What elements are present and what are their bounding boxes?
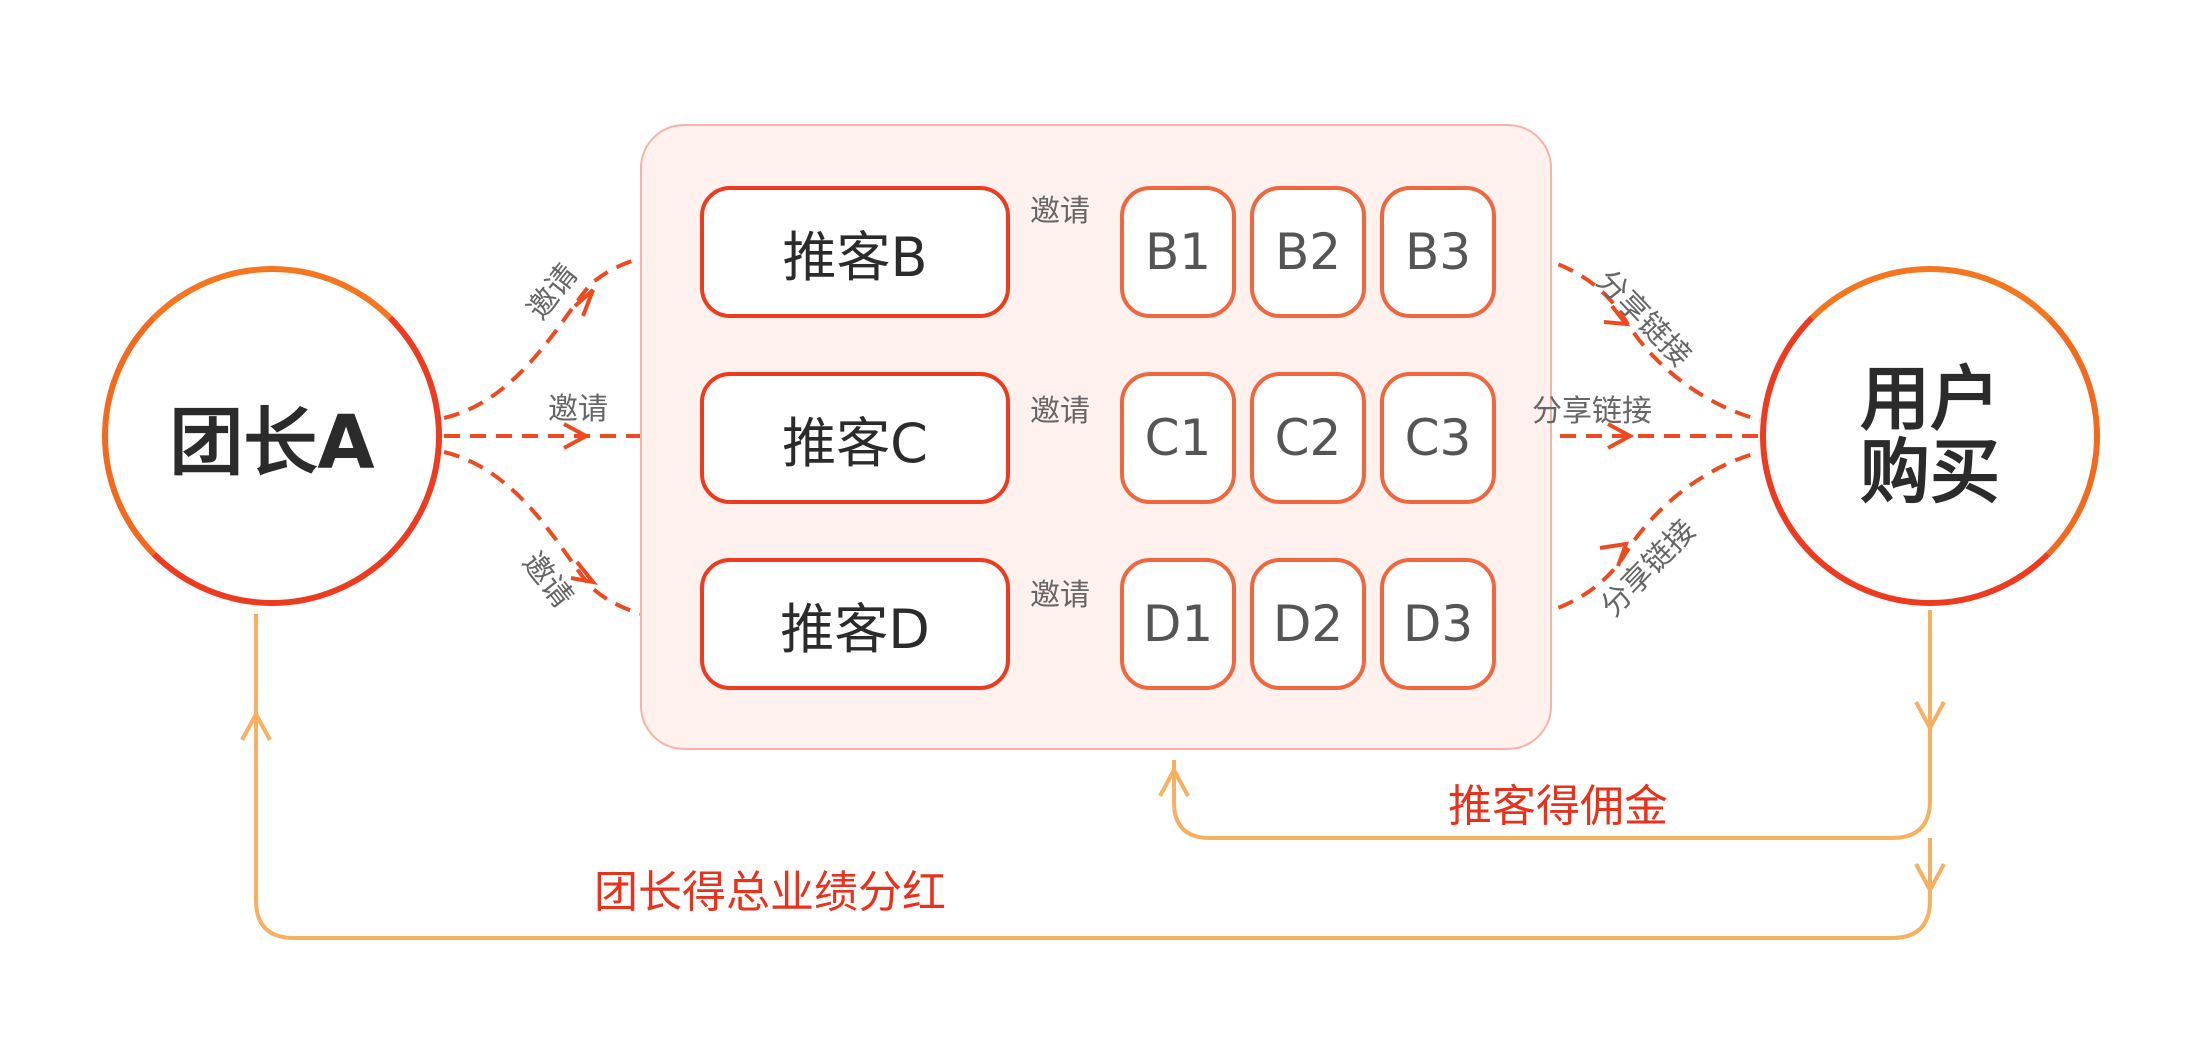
member-b3: B3 (1380, 186, 1496, 318)
recommender-d-label: 推客D (780, 597, 930, 661)
buyer-label: 用户 购买 (1860, 357, 2000, 513)
member-d2: D2 (1250, 558, 1366, 690)
member-c1-label: C1 (1144, 409, 1212, 467)
buyer-node: 用户 购买 (1760, 266, 2100, 606)
recommender-b: 推客B (700, 186, 1010, 318)
member-c2: C2 (1250, 372, 1366, 504)
edge-d3-to-buyer (1507, 450, 1761, 622)
arrowhead-leader-to-d (570, 560, 598, 585)
commission-return-line (1172, 610, 1932, 840)
member-b1-label: B1 (1144, 223, 1212, 281)
member-b1: B1 (1120, 186, 1236, 318)
member-d3: D3 (1380, 558, 1496, 690)
member-d1-label: D1 (1142, 595, 1214, 653)
member-c3-label: C3 (1404, 409, 1472, 467)
leader-bonus-label: 团长得总业绩分红 (594, 867, 946, 918)
edge-b3-to-buyer (1507, 250, 1761, 422)
arrowhead-c3-to-buyer (1607, 422, 1635, 450)
commission-return-arrowhead (1158, 765, 1190, 797)
member-b3-label: B3 (1404, 223, 1472, 281)
leader-label: 团长A (169, 399, 375, 486)
bonus-down-arrowhead (1914, 863, 1946, 895)
recommender-b-label: 推客B (782, 225, 928, 289)
share-label-c: 分享链接 (1532, 394, 1652, 429)
member-d2-label: D2 (1272, 595, 1344, 653)
member-b2: B2 (1250, 186, 1366, 318)
member-d1: D1 (1120, 558, 1236, 690)
member-c1: C1 (1120, 372, 1236, 504)
commission-label: 推客得佣金 (1448, 781, 1668, 832)
leader-node: 团长A (102, 266, 442, 606)
arrowhead-leader-to-b (573, 288, 595, 317)
member-b2-label: B2 (1274, 223, 1342, 281)
recommender-c-label: 推客C (782, 411, 928, 475)
arrowhead-leader-to-c (563, 422, 591, 450)
invite-label-c-members: 邀请 (1030, 394, 1090, 429)
arrowhead-d3-to-buyer (1599, 541, 1630, 567)
invite-label-d-members: 邀请 (1030, 578, 1090, 613)
recommender-c: 推客C (700, 372, 1010, 504)
recommender-d: 推客D (700, 558, 1010, 690)
commission-down-arrowhead (1914, 701, 1946, 733)
member-d3-label: D3 (1402, 595, 1474, 653)
bonus-return-arrowhead (240, 709, 272, 741)
bonus-return-line (254, 614, 1932, 940)
member-c3: C3 (1380, 372, 1496, 504)
member-c2-label: C2 (1274, 409, 1342, 467)
invite-label-b-members: 邀请 (1030, 194, 1090, 229)
arrowhead-b3-to-buyer (1603, 304, 1631, 327)
invite-label-c: 邀请 (548, 392, 608, 427)
